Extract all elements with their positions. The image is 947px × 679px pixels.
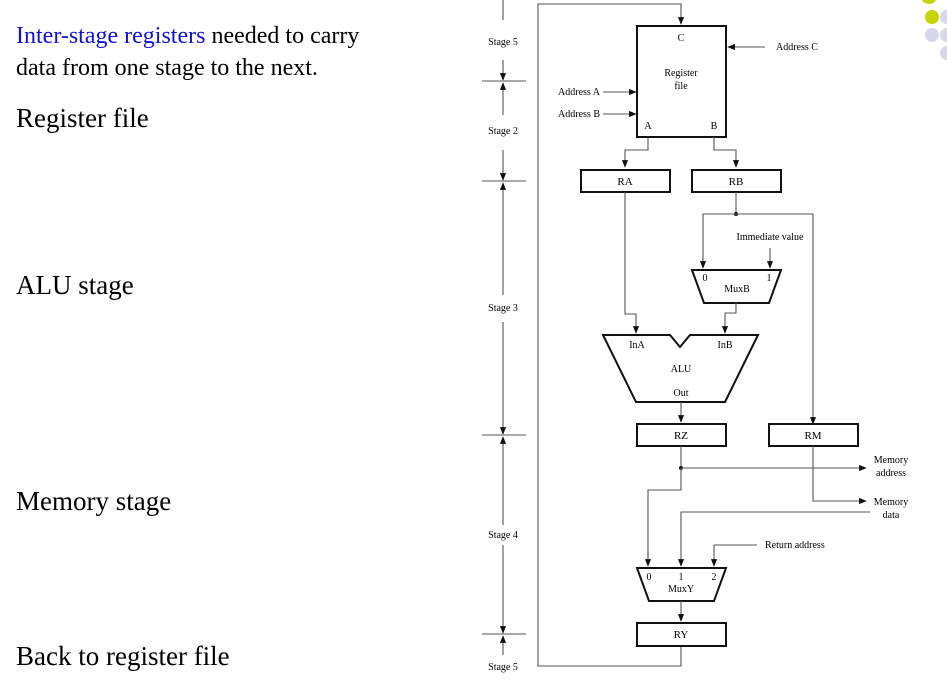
intro-highlight: Inter-stage registers xyxy=(16,23,206,49)
immediate-value-label: Immediate value xyxy=(737,232,804,243)
alu-out-label: Out xyxy=(674,388,689,399)
memory-address-label-2: address xyxy=(876,468,906,479)
dot-icon xyxy=(925,28,939,42)
rf-to-ra-wire xyxy=(621,137,649,168)
register-rm-label: RM xyxy=(804,430,821,442)
address-a-label: Address A xyxy=(558,87,601,98)
memory-data-in-wire xyxy=(677,511,870,567)
muxb-to-alu-wire xyxy=(721,303,737,334)
rb-to-muxb-wire xyxy=(699,213,736,269)
dot-icon xyxy=(922,0,936,4)
rf-to-rb-wire xyxy=(713,137,740,168)
register-rb-label: RB xyxy=(729,176,744,188)
muxy-in2-label: 2 xyxy=(712,572,717,583)
muxy-in1-label: 1 xyxy=(679,572,684,583)
register-file-title-2: file xyxy=(674,81,688,92)
bullet-alu-stage: ALU stage xyxy=(16,270,134,300)
alu-label: ALU xyxy=(671,364,692,375)
memory-data-label-2: data xyxy=(883,510,900,521)
stage-axis: Stage 5 Stage 2 Stage 3 Stage 4 Stage 5 xyxy=(482,0,526,673)
memory-data-label: Memory xyxy=(874,497,908,508)
dot-icon xyxy=(940,28,947,42)
muxy-label: MuxY xyxy=(668,584,694,595)
alu-ina-label: InA xyxy=(629,340,645,351)
register-file: C Register file A B xyxy=(636,25,727,138)
dot-icon xyxy=(925,10,939,24)
ra-to-alu-wire xyxy=(624,192,640,334)
bullet-register-file: Register file xyxy=(16,103,149,133)
alu xyxy=(601,334,760,403)
intro-line2: data from one stage to the next. xyxy=(16,55,318,81)
rz-to-muxy-wire xyxy=(644,468,682,567)
port-b-label: B xyxy=(711,121,718,132)
intro-rest: needed to carry xyxy=(205,23,360,49)
stage-label: Stage 5 xyxy=(488,662,518,673)
register-file-box xyxy=(636,25,727,138)
stage-label: Stage 5 xyxy=(488,37,518,48)
memory-address-label: Memory xyxy=(874,455,908,466)
writeback-wire xyxy=(537,3,685,667)
return-address-label: Return address xyxy=(765,540,825,551)
muxy xyxy=(635,567,728,602)
bullet-back-to-register-file: Back to register file xyxy=(16,641,230,671)
return-address-wire xyxy=(710,544,757,567)
muxb-in0-label: 0 xyxy=(703,273,708,284)
muxb xyxy=(690,269,783,304)
muxy-in0-label: 0 xyxy=(647,572,652,583)
stage-label: Stage 2 xyxy=(488,126,518,137)
address-c-label: Address C xyxy=(776,42,818,53)
muxb-in1-label: 1 xyxy=(767,273,772,284)
port-a-label: A xyxy=(644,121,652,132)
muxb-label: MuxB xyxy=(724,284,750,295)
intro-text: Inter-stage registers needed to carry da… xyxy=(16,20,456,84)
register-file-title: Register xyxy=(664,68,698,79)
alu-inb-label: InB xyxy=(718,340,733,351)
bullet-memory-stage: Memory stage xyxy=(16,486,172,516)
register-ry xyxy=(636,622,727,647)
memory-data-out-wire xyxy=(812,446,867,505)
register-ry-label: RY xyxy=(674,629,689,641)
stage-label: Stage 4 xyxy=(488,530,518,541)
address-b-label: Address B xyxy=(558,109,600,120)
dot-icon xyxy=(940,46,947,60)
rb-to-rm-wire xyxy=(736,213,817,425)
register-rz-label: RZ xyxy=(674,430,688,442)
port-c-label: C xyxy=(678,33,685,44)
dot-icon xyxy=(940,10,947,24)
register-ra-label: RA xyxy=(617,176,632,188)
stage-label: Stage 3 xyxy=(488,303,518,314)
